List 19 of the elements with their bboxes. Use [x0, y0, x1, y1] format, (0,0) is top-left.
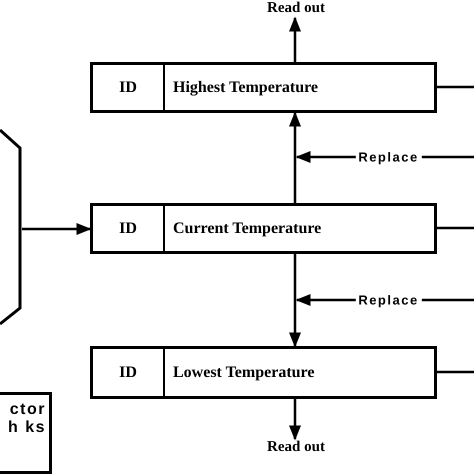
arrow — [289, 16, 301, 62]
arrow — [289, 254, 301, 348]
arrow — [22, 223, 92, 235]
field-label: Lowest Temperature — [172, 362, 314, 382]
field-label: ID — [93, 65, 165, 110]
field-label: Highest Temperature — [172, 78, 318, 98]
arrow — [289, 112, 301, 203]
field-label: ID — [93, 349, 165, 396]
record-box — [90, 62, 437, 113]
arrow — [289, 399, 301, 440]
output-label: Read out — [246, 439, 346, 459]
field-label: ID — [93, 206, 165, 251]
record-box — [90, 346, 437, 399]
process-box: ctor h ks — [0, 392, 52, 474]
edge-label: Replace — [355, 292, 422, 308]
edge-label: Replace — [355, 150, 422, 164]
output-label: Read out — [246, 0, 346, 18]
record-box — [90, 203, 437, 254]
field-label: Current Temperature — [172, 218, 322, 238]
